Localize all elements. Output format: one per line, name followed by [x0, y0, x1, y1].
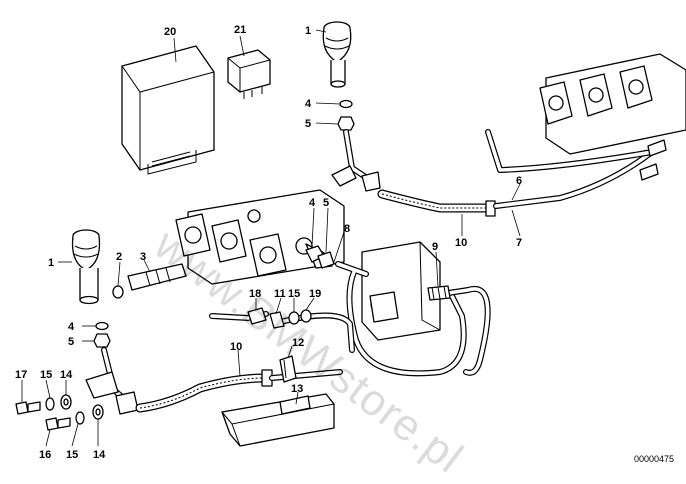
callout-7: 7: [516, 237, 522, 249]
upper-nut: [337, 116, 355, 131]
callout-16: 16: [39, 449, 51, 461]
damper-fitting: [127, 263, 187, 291]
spring-washer-upper: [45, 397, 55, 411]
lower-seal-ring-4: [95, 321, 109, 331]
callout-2: 2: [116, 251, 122, 263]
callout-10: 10: [455, 237, 467, 249]
callout-15: 15: [288, 288, 300, 300]
lower-intake-manifold: [175, 189, 345, 285]
upper-fuel-hose: [377, 189, 496, 217]
callout-15: 15: [66, 449, 78, 461]
callout-9: 9: [432, 241, 438, 253]
upper-intake-manifold: [539, 53, 686, 155]
upper-t-fitting: [331, 129, 381, 192]
lower-nut: [93, 333, 111, 348]
hex-bolt-upper: [15, 401, 41, 415]
callout-13: 13: [291, 383, 303, 395]
callout-19: 19: [309, 288, 321, 300]
callout-6: 6: [516, 175, 522, 187]
callout-labels: 20 21 1 4 5 6 7 10 4 5 8 9 1 2 3 18 11 1…: [15, 24, 522, 461]
callout-1: 1: [305, 25, 311, 37]
callout-11: 11: [274, 288, 286, 300]
callout-5: 5: [305, 118, 311, 130]
washer-upper: [60, 394, 72, 410]
callout-4: 4: [309, 197, 316, 209]
relay-part: [227, 49, 271, 99]
callout-21: 21: [234, 24, 246, 36]
callout-1: 1: [48, 257, 54, 269]
callout-18: 18: [249, 288, 261, 300]
washer-lower: [92, 404, 104, 420]
upper-seal-ring: [339, 99, 353, 109]
lower-pressure-regulator: [71, 229, 101, 305]
leader-lines: [21, 29, 521, 447]
upper-pressure-regulator: [322, 21, 352, 88]
mid-nut: [305, 245, 335, 269]
callout-20: 20: [164, 26, 176, 38]
lower-seal-ring: [112, 285, 124, 299]
control-unit-part: [121, 45, 215, 175]
injector: [427, 285, 451, 301]
callout-15: 15: [40, 369, 52, 381]
callout-12: 12: [292, 337, 304, 349]
spring-washer-lower: [75, 411, 85, 425]
callout-5: 5: [323, 197, 329, 209]
fuel-pipe: [335, 261, 491, 377]
hex-bolt-lower: [45, 417, 71, 431]
callout-14: 14: [60, 369, 73, 381]
holder-bracket: [221, 393, 335, 447]
lower-t-fitting: [85, 347, 139, 415]
callout-4: 4: [305, 98, 312, 110]
callout-14: 14: [93, 449, 106, 461]
callout-8: 8: [344, 223, 350, 235]
callout-10: 10: [230, 341, 242, 353]
diagram-number: 00000475: [633, 454, 674, 464]
connector-pipe: [209, 307, 355, 353]
callout-4: 4: [68, 321, 75, 333]
callout-3: 3: [140, 251, 146, 263]
callout-17: 17: [15, 369, 27, 381]
callout-5: 5: [68, 336, 74, 348]
fuel-line-feed: [485, 129, 667, 209]
right-cylinder-block: [361, 241, 441, 341]
